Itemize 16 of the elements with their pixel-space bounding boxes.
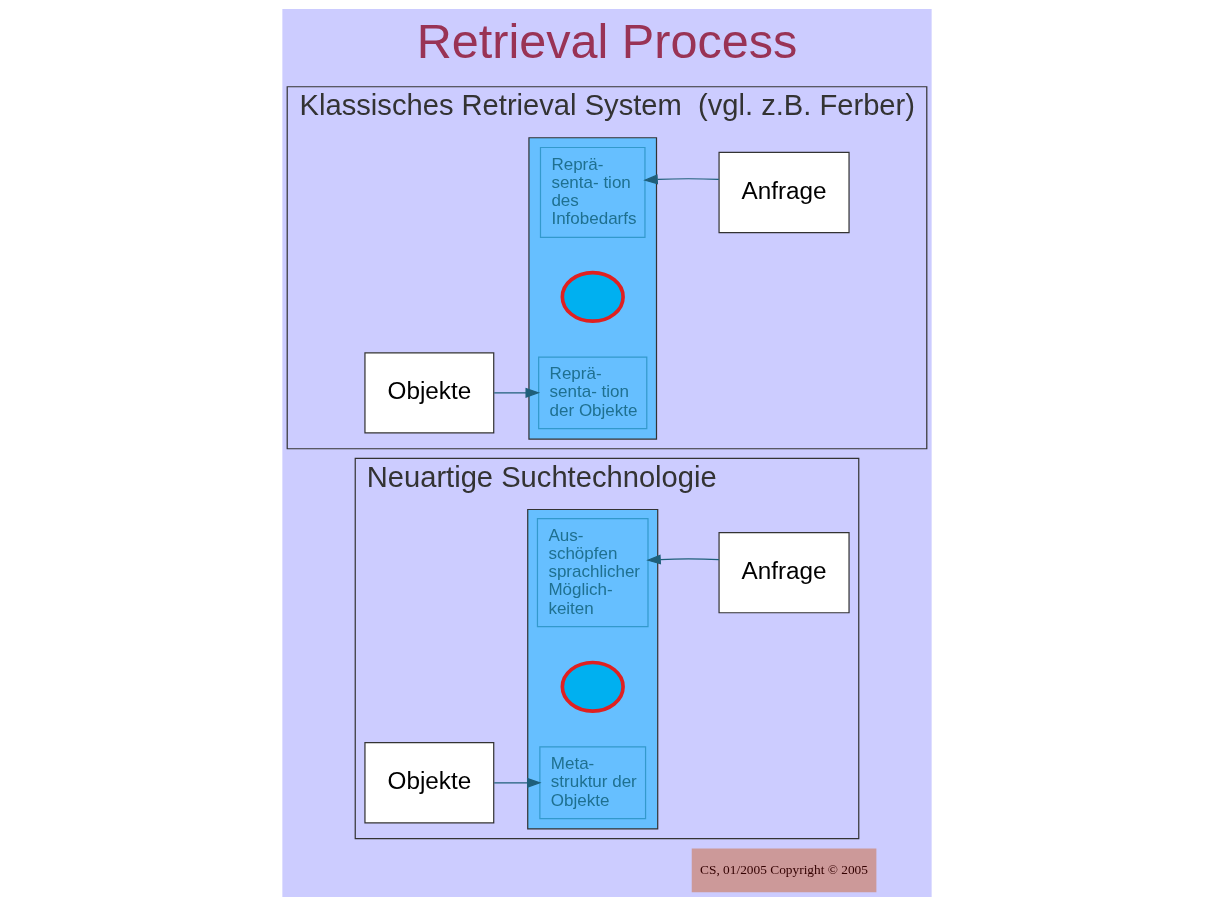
arrow (493, 777, 542, 788)
node-box: Objekte (363, 351, 494, 434)
node-box: Aus- schöpfen sprachlicher Möglich- keiten (536, 517, 649, 627)
arrow (642, 173, 719, 184)
node-box: Reprä- senta- tion der Objekte (537, 355, 647, 429)
node-box: Anfrage (717, 151, 850, 233)
node-box: Reprä- senta- tion des Infobedarfs (539, 146, 646, 238)
arrow (645, 553, 720, 565)
arrow (493, 387, 540, 398)
node-box: Objekte (363, 741, 494, 823)
node-box: Anfrage (717, 531, 850, 613)
node-box: Meta- struktur der Objekte (538, 745, 646, 819)
label: CS, 01/2005 Copyright © 2005 (699, 861, 868, 877)
node-ellipse (560, 660, 625, 713)
node-ellipse (560, 270, 625, 323)
diagram-title: Retrieval Process (416, 13, 797, 68)
